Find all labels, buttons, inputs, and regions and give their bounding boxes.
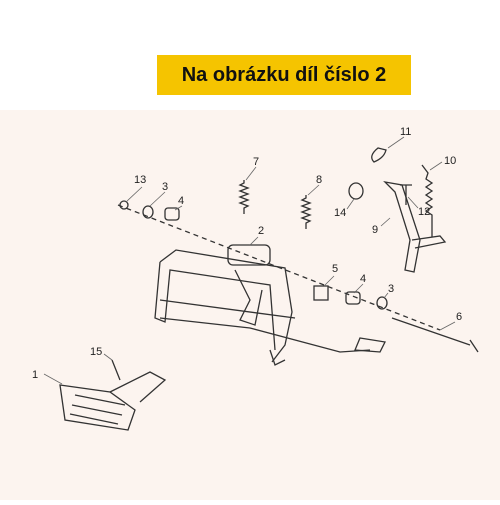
kick-pedal xyxy=(59,384,136,431)
stand-foot xyxy=(269,349,286,366)
leader-5 xyxy=(323,275,335,287)
leader-4-right xyxy=(353,283,364,294)
washer-3-left xyxy=(142,205,154,219)
axis-line xyxy=(117,204,441,331)
clip-11 xyxy=(371,147,387,163)
callout-5: 5 xyxy=(332,263,338,275)
leader-2 xyxy=(249,236,259,246)
callout-10: 10 xyxy=(444,155,456,167)
spring-8 xyxy=(300,195,312,229)
callout-11: 11 xyxy=(400,126,411,138)
callout-15: 15 xyxy=(90,346,102,358)
stand-frame-outline xyxy=(159,249,293,363)
leader-8 xyxy=(307,184,320,196)
bushing-4-left xyxy=(164,207,180,221)
leader-9 xyxy=(380,217,391,227)
leader-1 xyxy=(43,373,63,385)
leader-4-left xyxy=(174,205,183,211)
callout-12: 12 xyxy=(418,206,430,218)
leader-11 xyxy=(387,136,405,149)
stand-crossbar xyxy=(159,299,296,319)
spring-10 xyxy=(421,164,434,237)
side-stand-foot xyxy=(411,235,447,249)
callout-7: 7 xyxy=(253,156,259,168)
leader-3-left xyxy=(149,191,166,207)
side-stand xyxy=(383,181,421,273)
leader-7 xyxy=(245,166,257,181)
callout-1: 1 xyxy=(32,369,38,381)
stand-pedal xyxy=(354,337,386,353)
plate-5 xyxy=(313,285,329,301)
callout-4-right: 4 xyxy=(360,273,366,285)
callout-4-left: 4 xyxy=(178,195,184,207)
pedal-grip xyxy=(69,394,126,425)
bushing-4-right xyxy=(345,291,361,305)
washer-3-right xyxy=(376,296,388,310)
leader-12 xyxy=(407,196,419,209)
leader-14 xyxy=(346,198,355,210)
caption-banner: Na obrázku díl číslo 2 xyxy=(157,55,411,95)
callout-9: 9 xyxy=(372,224,378,236)
caption-text: Na obrázku díl číslo 2 xyxy=(181,63,387,86)
callout-6: 6 xyxy=(456,311,462,323)
leader-6 xyxy=(439,321,456,331)
leader-15 xyxy=(103,353,113,361)
bolt-12 xyxy=(400,184,412,205)
callout-14: 14 xyxy=(334,207,346,219)
leader-10 xyxy=(429,161,443,171)
callout-3-left: 3 xyxy=(162,181,168,193)
bolt-15 xyxy=(111,359,121,381)
stand-frame-inner xyxy=(154,261,276,351)
leader-13 xyxy=(125,186,143,203)
callout-8: 8 xyxy=(316,174,322,186)
kick-arm xyxy=(109,371,167,403)
nut-13 xyxy=(119,200,129,210)
callout-13: 13 xyxy=(134,174,146,186)
bushing-14 xyxy=(348,182,364,200)
callout-2: 2 xyxy=(258,225,264,237)
spring-7 xyxy=(238,180,250,214)
pivot-tube xyxy=(227,244,271,266)
stand-foot-bar xyxy=(159,317,371,353)
exploded-view: 1 2 3 3 4 4 5 6 7 8 9 10 11 12 13 14 15 xyxy=(0,110,500,500)
pivot-plate xyxy=(234,269,263,326)
callout-3-right: 3 xyxy=(388,283,394,295)
parts-diagram: 1 2 3 3 4 4 5 6 7 8 9 10 11 12 13 14 15 xyxy=(0,110,500,500)
shaft-6 xyxy=(391,317,479,353)
leader-3-right xyxy=(383,292,389,299)
